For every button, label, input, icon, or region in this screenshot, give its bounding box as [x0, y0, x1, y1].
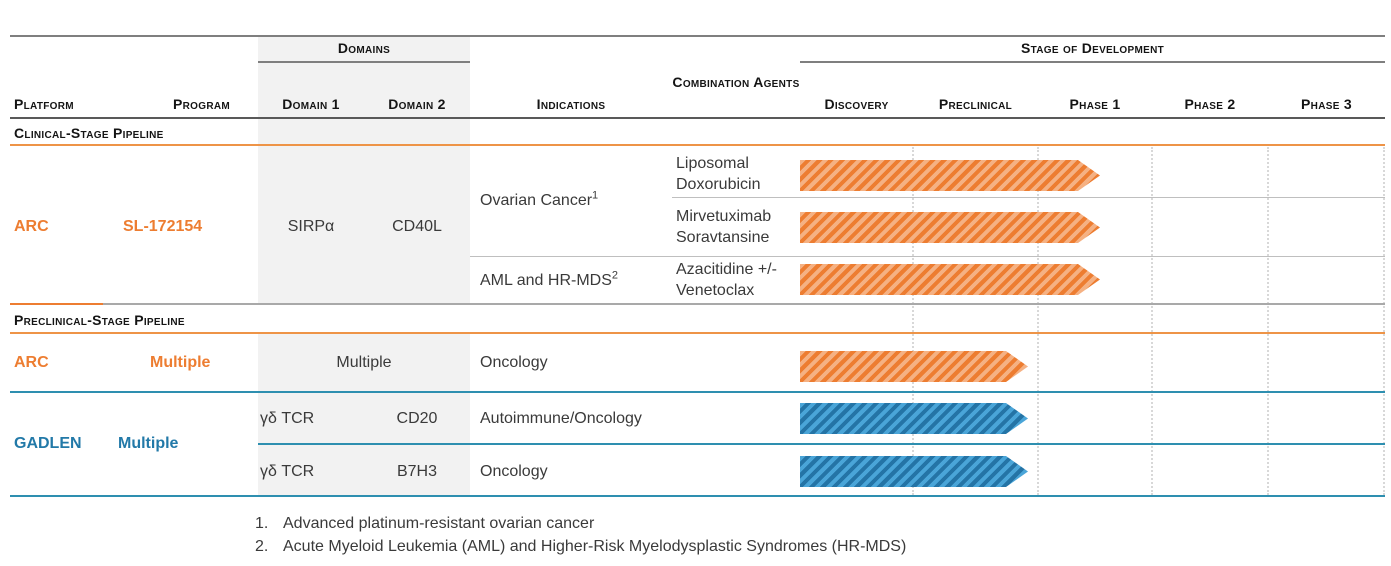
- table-bottom-rule: [10, 495, 1385, 497]
- pipeline-arrow-gadlen-b7h3: [800, 456, 1028, 487]
- stage-gridline-phase2-phase3: [1267, 147, 1269, 495]
- stage-gridline-right-edge: [1383, 147, 1385, 495]
- footnote-1-text: Advanced platinum-resistant ovarian canc…: [283, 515, 595, 532]
- domains-group-underline: [258, 61, 470, 63]
- column-group-domains: Domains: [337, 40, 391, 56]
- footnote-ref-2: 2: [611, 269, 619, 282]
- column-header-phase-3: Phase 3: [1301, 96, 1352, 112]
- combination-agent-azacitidine-venetoclax: Azacitidine +/- Venetoclax: [676, 261, 777, 299]
- column-group-stage-of-development: Stage of Development: [1020, 40, 1165, 56]
- gadlen-row2-domain-2-b7h3: B7H3: [396, 463, 438, 480]
- combination-agent-liposomal-doxorubicin: Liposomal Doxorubicin: [676, 155, 761, 193]
- footnote-2-number: 2.: [255, 538, 269, 555]
- stage-gridline-phase1-phase2: [1151, 147, 1153, 495]
- gadlen-row2-indication-oncology: Oncology: [480, 463, 548, 480]
- indication-aml-hr-mds: AML and HR-MDS2: [480, 270, 618, 291]
- footnote-1: 1. Advanced platinum-resistant ovarian c…: [255, 513, 594, 534]
- clinical-platform-arc: ARC: [14, 218, 49, 235]
- gadlen-row1-indication-autoimmune-oncology: Autoimmune/Oncology: [480, 410, 642, 427]
- indication-aml-hr-mds-text: AML and HR-MDS: [480, 272, 612, 289]
- pipeline-arrow-liposomal-doxorubicin: [800, 160, 1100, 191]
- header-bottom-rule: [10, 117, 1385, 119]
- column-header-platform: Platform: [14, 96, 74, 112]
- gadlen-program-multiple: Multiple: [118, 435, 179, 452]
- preclinical-domains-multiple: Multiple: [336, 354, 392, 371]
- gadlen-row2-domain-1: γδ TCR: [260, 463, 315, 480]
- preclinical-section-rule: [10, 332, 1385, 334]
- stage-gridline-preclinical-phase1: [1037, 147, 1039, 495]
- table-top-rule: [10, 35, 1385, 37]
- pipeline-arrow-azacitidine-venetoclax: [800, 264, 1100, 295]
- clinical-section-rule: [10, 144, 1385, 146]
- gadlen-row1-domain-1: γδ TCR: [260, 410, 315, 427]
- footnote-1-number: 1.: [255, 515, 269, 532]
- gadlen-row1-domain-2-cd20: CD20: [396, 410, 438, 427]
- indication-ovarian-cancer-text: Ovarian Cancer: [480, 192, 593, 209]
- combination-agent-mirvetuximab-soravtansine: Mirvetuximab Soravtansine: [676, 208, 772, 246]
- column-header-domain-1: Domain 1: [282, 96, 340, 112]
- clinical-row-separator-2: [470, 256, 1385, 257]
- clinical-domain-2-cd40l: CD40L: [392, 218, 442, 235]
- stage-group-underline: [800, 61, 1385, 63]
- gadlen-platform: GADLEN: [14, 435, 82, 452]
- section-title-preclinical-stage: Preclinical-Stage Pipeline: [14, 312, 185, 328]
- footnote-ref-1: 1: [592, 189, 599, 202]
- pipeline-arrow-arc-multiple: [800, 351, 1028, 382]
- pipeline-arrow-gadlen-cd20: [800, 403, 1028, 434]
- arc-gadlen-separator-rule: [10, 391, 1385, 393]
- footnote-2-text: Acute Myeloid Leukemia (AML) and Higher-…: [283, 538, 907, 555]
- clinical-domain-1-sirpa: SIRPα: [287, 218, 335, 235]
- column-header-phase-1: Phase 1: [1069, 96, 1121, 112]
- section-title-clinical-stage: Clinical-Stage Pipeline: [14, 125, 164, 141]
- column-header-preclinical: Preclinical: [938, 96, 1013, 112]
- indication-ovarian-cancer: Ovarian Cancer1: [480, 190, 598, 211]
- column-header-indications: Indications: [536, 96, 606, 112]
- pipeline-arrow-mirvetuximab-soravtansine: [800, 212, 1100, 243]
- domains-column-background-arc-preclinical: [258, 334, 470, 391]
- preclinical-program-multiple: Multiple: [150, 354, 211, 371]
- domains-column-background-header-clinical: [258, 36, 470, 303]
- clinical-bottom-rule-orange-segment: [10, 303, 103, 305]
- column-header-discovery: Discovery: [824, 96, 889, 112]
- footnote-2: 2. Acute Myeloid Leukemia (AML) and High…: [255, 536, 906, 557]
- clinical-program-sl-172154: SL-172154: [123, 218, 203, 235]
- preclinical-indication-oncology: Oncology: [480, 354, 548, 371]
- clinical-bottom-rule-gray-segment: [103, 303, 1385, 305]
- column-header-phase-2: Phase 2: [1184, 96, 1236, 112]
- column-header-program: Program: [173, 96, 230, 112]
- column-header-domain-2: Domain 2: [388, 96, 446, 112]
- gadlen-row-separator: [258, 443, 1385, 445]
- clinical-row-separator-1: [672, 197, 1385, 198]
- stage-gridline-discovery-preclinical: [912, 147, 914, 495]
- column-header-combination-agents: Combination Agents: [672, 74, 800, 90]
- preclinical-platform-arc: ARC: [14, 354, 49, 371]
